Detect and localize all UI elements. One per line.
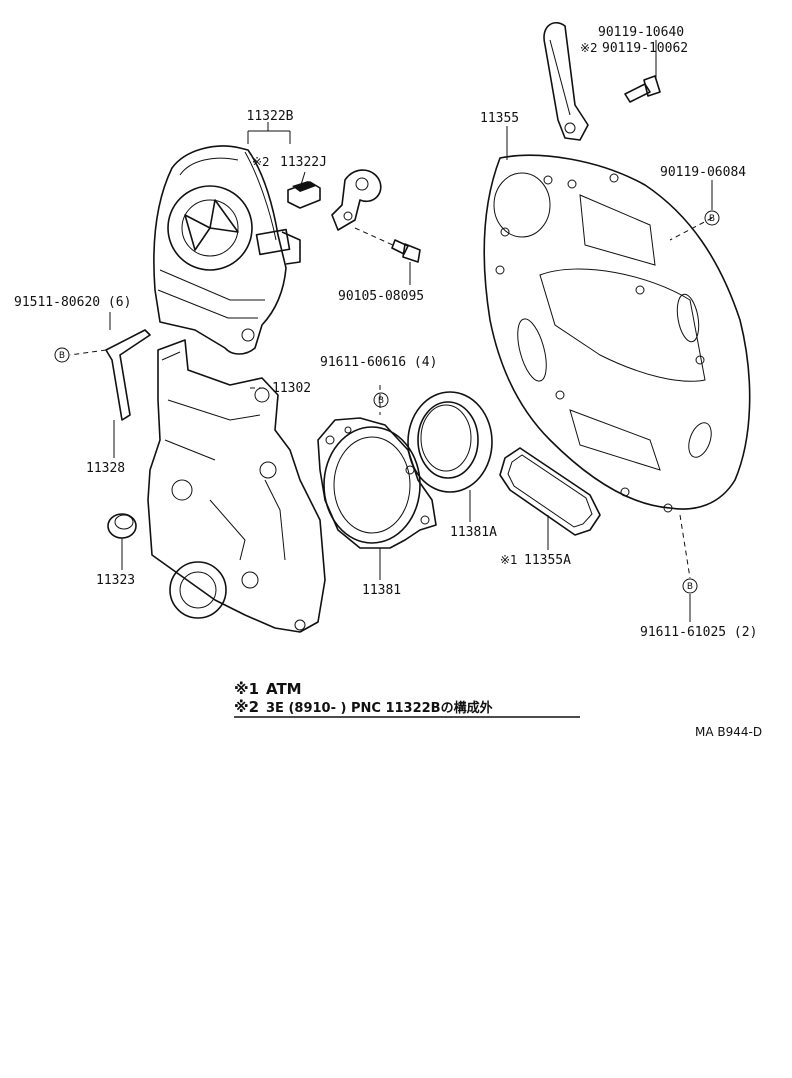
bolt-symbol-90119-06084: B xyxy=(704,210,720,226)
plug-11323 xyxy=(107,513,137,539)
oil-seal-11381A xyxy=(407,391,493,493)
leader-11322B xyxy=(247,122,291,144)
label-90119-10640: 90119-10640 xyxy=(598,25,684,40)
label-90119-06084: 90119-06084 xyxy=(660,165,746,180)
note1-text: ATM xyxy=(266,680,302,698)
label-91611-60616: 91611-60616 (4) xyxy=(320,355,437,370)
label-11322B: 11322B xyxy=(247,109,294,124)
label-91611-61025: 91611-61025 (2) xyxy=(640,625,757,640)
svg-text:B: B xyxy=(59,351,65,361)
bolt-symbol-91611-61025: B xyxy=(682,578,698,594)
svg-text:B: B xyxy=(687,582,693,592)
bolt-symbol-91511: B xyxy=(54,347,70,363)
svg-text:B: B xyxy=(709,214,715,224)
gasket-11328 xyxy=(69,329,151,421)
bracket-90105 xyxy=(331,169,421,263)
bolt-leader-90119-06084 xyxy=(669,217,713,241)
label-11355: 11355 xyxy=(480,111,519,126)
label-11328: 11328 xyxy=(86,461,125,476)
mark-11322J: ※2 xyxy=(252,155,270,169)
mark-90119-10062: ※2 xyxy=(580,41,598,55)
label-90105: 90105-08095 xyxy=(338,289,424,304)
end-plate-11355 xyxy=(483,154,751,513)
note2-text: 3E (8910- ) PNC 11322Bの構成外 xyxy=(266,700,493,716)
clip-11322J xyxy=(287,181,321,209)
label-91511: 91511-80620 (6) xyxy=(14,295,131,310)
oil-seal-retainer-11381 xyxy=(317,417,437,549)
label-11302: 11302 xyxy=(272,381,311,396)
label-90119-10062: 90119-10062 xyxy=(602,41,688,56)
note2-mark: ※2 xyxy=(234,698,259,716)
label-11381: 11381 xyxy=(362,583,401,598)
note1-mark: ※1 xyxy=(234,680,259,698)
label-11323: 11323 xyxy=(96,573,135,588)
bolt-symbol-91611-60616: B xyxy=(373,392,389,408)
mark-11355A: ※1 xyxy=(500,553,518,567)
upper-timing-cover xyxy=(153,145,301,355)
label-11322J: 11322J xyxy=(280,155,327,170)
label-11355A: 11355A xyxy=(524,553,571,568)
lower-timing-cover xyxy=(147,339,326,633)
engine-hanger xyxy=(543,21,661,141)
svg-text:B: B xyxy=(378,396,384,406)
bolt-leader-91611-61025 xyxy=(679,514,691,579)
label-11381A: 11381A xyxy=(450,525,497,540)
gasket-11355A xyxy=(499,447,601,536)
reference-code: MA B944-D xyxy=(695,725,762,739)
leader-11322J xyxy=(299,171,306,189)
